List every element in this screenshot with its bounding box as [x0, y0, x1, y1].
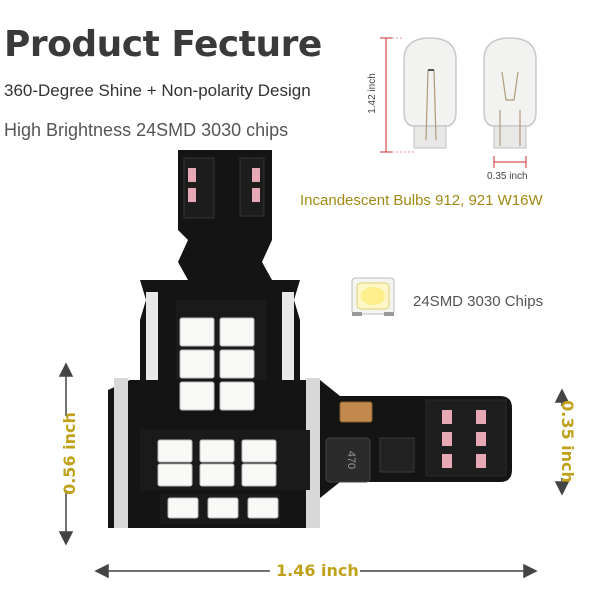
led-chips-column [179, 317, 255, 411]
left-height-arrow [58, 362, 74, 546]
led-width-label: 1.46 inch [276, 561, 359, 580]
led-chips-bar [157, 439, 279, 519]
feature-line-1: 360-Degree Shine + Non-polarity Design [4, 81, 311, 100]
smd-3030-chip-icon [351, 277, 395, 316]
incandescent-bulb-front [483, 37, 537, 149]
right-height-arrow [554, 388, 570, 496]
led-right-height-label: 0.35 inch [557, 400, 577, 483]
feature-line-2: High Brightness 24SMD 3030 chips [4, 120, 289, 140]
bulb-width-label: 0.35 inch [487, 171, 528, 182]
bulb-height-label: 1.42 inch [366, 73, 378, 114]
smd-chips-caption: 24SMD 3030 Chips [413, 293, 544, 310]
width-arrow [94, 563, 538, 579]
incandescent-bulb-side [403, 37, 457, 149]
led-left-height-label: 0.56 inch [59, 412, 79, 495]
inductor-label: 470 [345, 451, 357, 469]
bulb-height-dimension [380, 37, 414, 153]
incandescent-bulbs-caption: Incandescent Bulbs 912, 921 W16W [300, 192, 543, 209]
bulb-width-dimension [493, 156, 527, 168]
page-title: Product Fecture [4, 24, 322, 65]
